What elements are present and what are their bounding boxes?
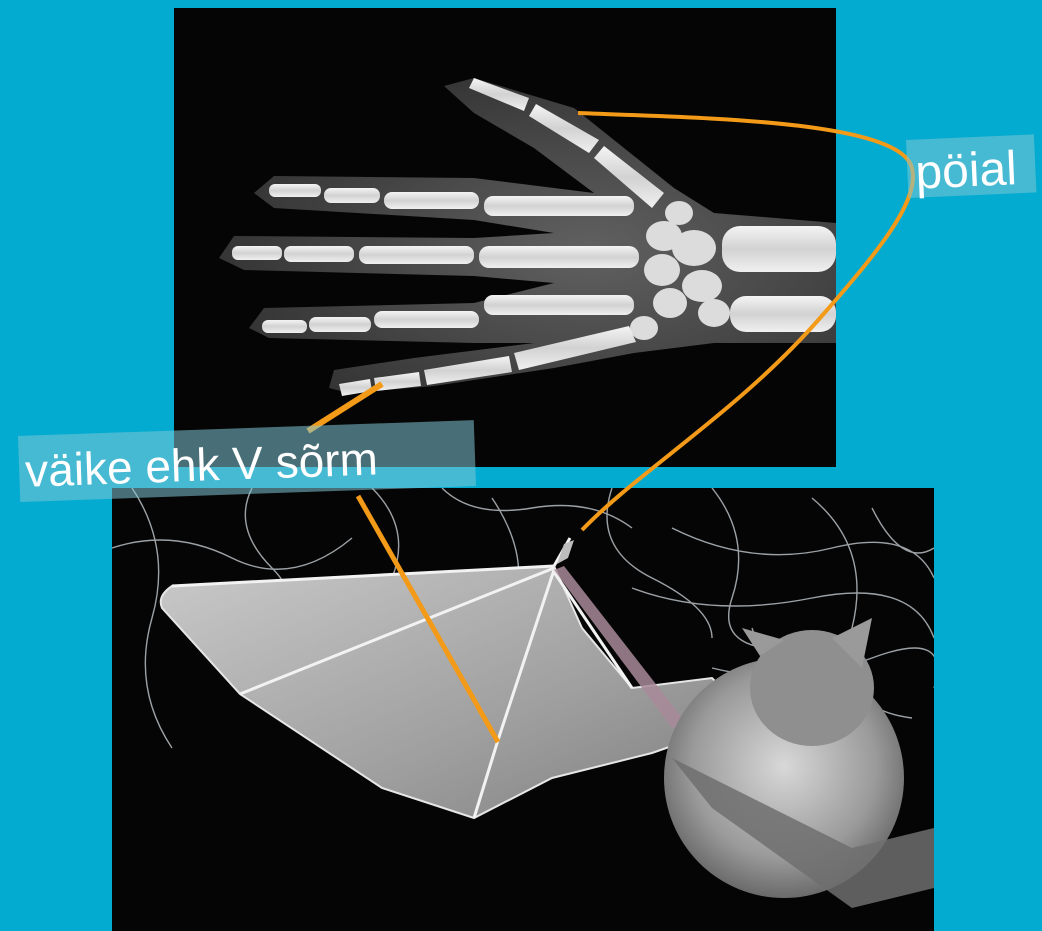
- radius-bone: [722, 226, 836, 272]
- thumb-label-text: pöial: [914, 142, 1018, 199]
- bat-drawing: [112, 488, 934, 931]
- hand-xray-image: [174, 8, 836, 467]
- ulna-bone: [730, 296, 836, 332]
- thumb-label: pöial: [906, 134, 1036, 198]
- bat-wing-image: [112, 488, 934, 931]
- hand-xray-drawing: [174, 8, 836, 467]
